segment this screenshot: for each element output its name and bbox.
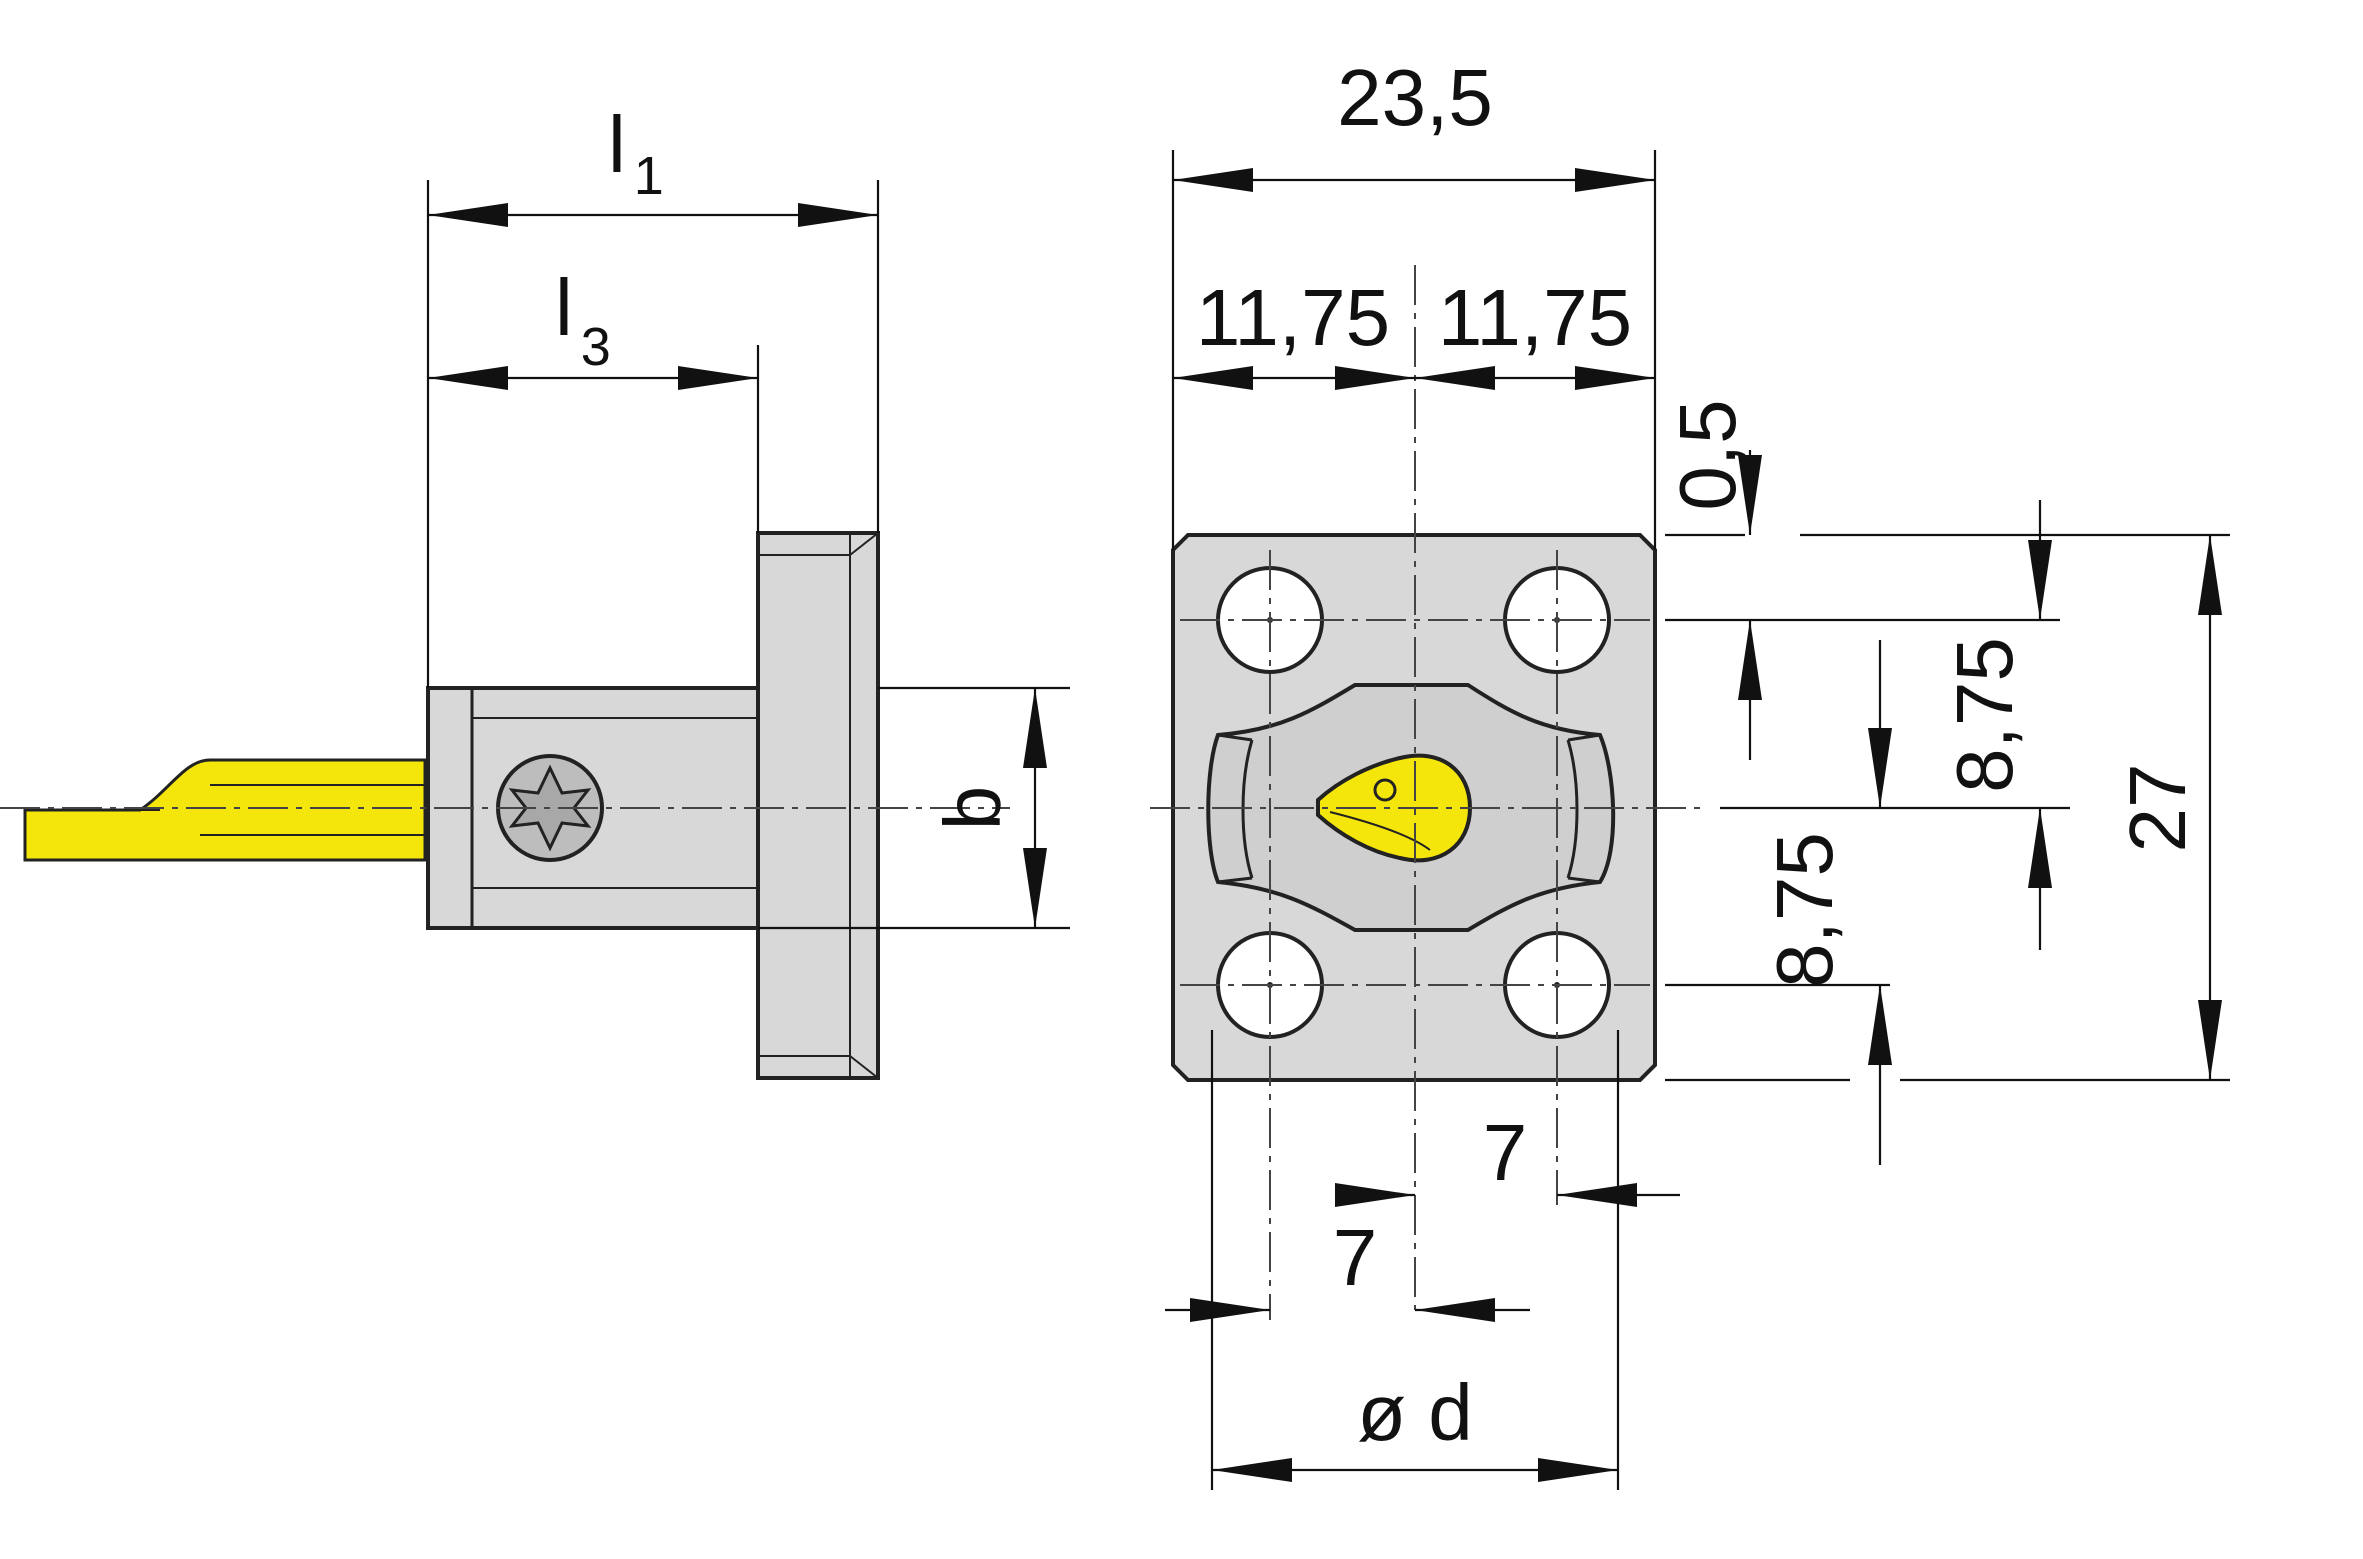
dim-height-total-label: 27 xyxy=(2113,764,2202,853)
dim-edge-offset-label: 0,5 xyxy=(1663,399,1752,510)
dim-hole-offset-left-label: 7 xyxy=(1333,1213,1378,1302)
dim-diameter-label: ø d xyxy=(1357,1368,1473,1457)
dim-b-label: b xyxy=(928,786,1017,831)
dim-upper-spacing-label: 8,75 xyxy=(1940,637,2029,793)
dim-hole-offset-right-label: 7 xyxy=(1483,1108,1528,1197)
side-flange xyxy=(756,531,880,1080)
dim-lower-spacing-label: 8,75 xyxy=(1760,832,1849,988)
dim-half-right-label: 11,75 xyxy=(1438,273,1632,362)
front-view: 23,5 11,75 11,75 0,5 8,75 8,75 27 7 7 ø … xyxy=(1150,53,2230,1490)
dim-width-total-label: 23,5 xyxy=(1337,53,1493,142)
dim-half-left-label: 11,75 xyxy=(1196,273,1390,362)
